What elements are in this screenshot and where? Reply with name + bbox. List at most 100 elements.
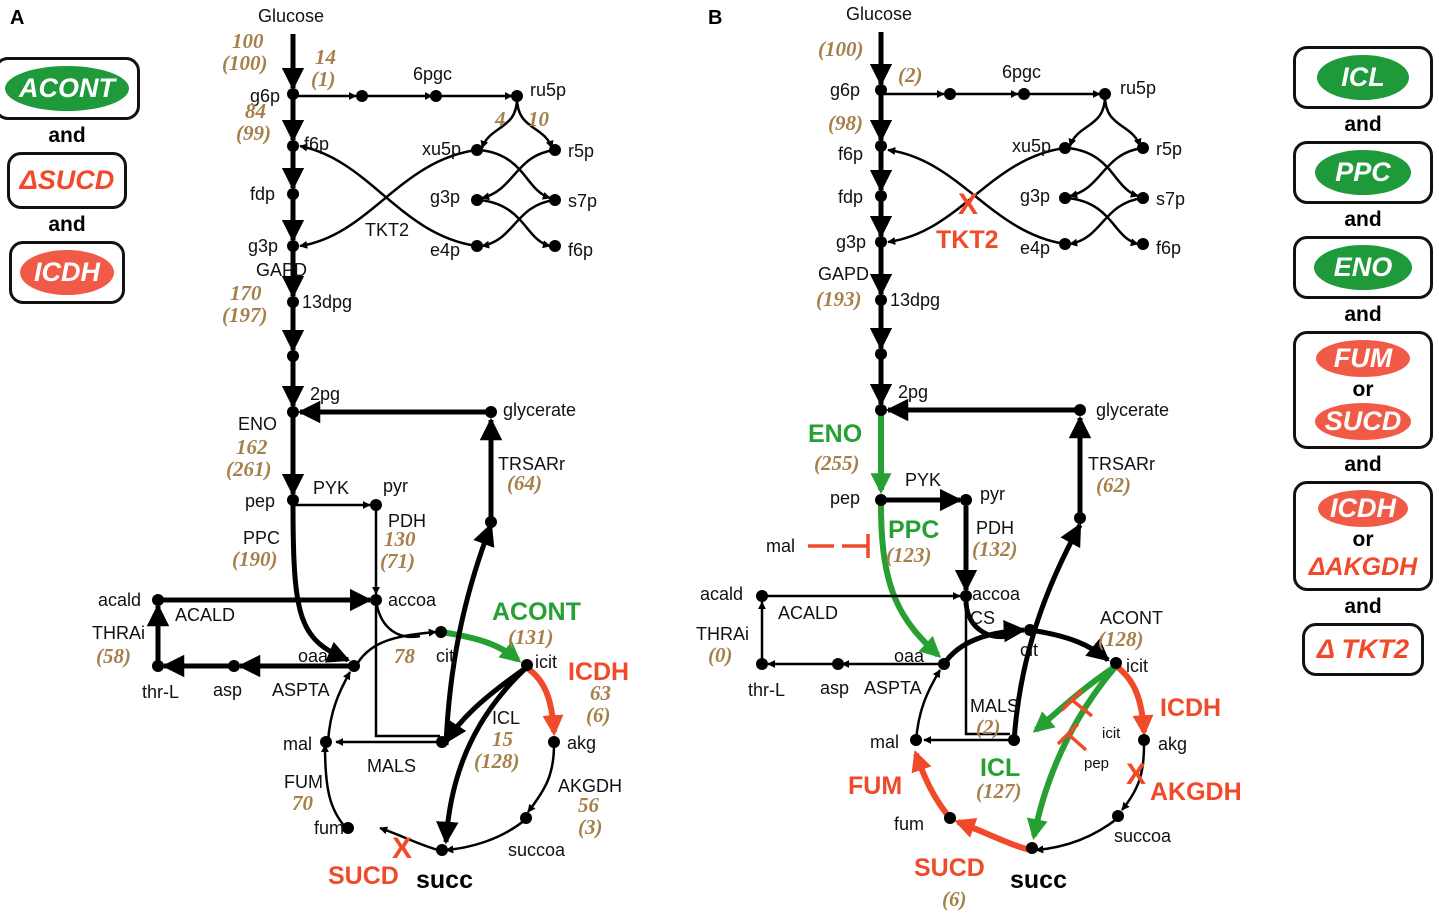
legend-b-fum-down: FUM (1315, 340, 1411, 377)
met-f6p-b: f6p (838, 144, 863, 164)
met-g3p: g3p (248, 236, 278, 256)
met-accoa: accoa (388, 590, 437, 610)
flux-icdh: 63 (590, 681, 611, 705)
akgdh-arrow-b (1121, 744, 1146, 811)
met-fdp-b: fdp (838, 187, 863, 207)
flux-icl-pred-b: (127) (976, 779, 1022, 803)
rxn-tkt2-deleted-b: TKT2 (936, 226, 999, 254)
met-pep-b: pep (830, 488, 860, 508)
met-mal-b: mal (870, 732, 899, 752)
legend-b-and-3: and (1344, 303, 1382, 326)
met-succ-b: succ (1010, 866, 1067, 894)
rxn-pdh: PDH (388, 511, 426, 531)
rxn-pyk: PYK (313, 478, 349, 498)
metabolite-dots-a (152, 88, 561, 856)
legend-b-icdh-akgdh-box: ICDH or ΔAKGDH (1293, 481, 1433, 591)
flux-thrai-pred: (58) (96, 644, 131, 668)
legend-b-ppc-box: PPC (1293, 141, 1433, 204)
flux-cs: 78 (394, 644, 416, 668)
met-oaa-b: oaa (894, 646, 925, 666)
met-succoa-b: succoa (1114, 826, 1172, 846)
met-akg: akg (567, 733, 596, 753)
met-g3p-b: g3p (836, 232, 866, 252)
legend-panel-b: ICL and PPC and ENO and FUM or SUCD and … (1293, 46, 1433, 676)
met-glucose: Glucose (258, 6, 324, 26)
legend-b-or-1: or (1352, 378, 1374, 401)
met-succ: succ (416, 866, 473, 894)
rxn-trsarr-b: TRSARr (1088, 454, 1155, 474)
met-asp: asp (213, 680, 242, 700)
met-g6p: g6p (250, 86, 280, 106)
flux-eno-pred: (261) (226, 457, 272, 481)
flux-trsarr-pred-b: (62) (1096, 473, 1131, 497)
flux-acont-pred-b: (128) (1098, 627, 1144, 651)
flux-fum: 70 (292, 791, 314, 815)
icit-inhibition-stem (1070, 698, 1094, 718)
tkt1-arrow-s7p-b (1067, 146, 1139, 198)
met-glycerate: glycerate (503, 400, 576, 420)
tkt1-arrow-s7p (479, 148, 551, 200)
met-13dpg-b: 13dpg (890, 290, 940, 310)
rxn-icl: ICL (492, 708, 520, 728)
met-6pgc: 6pgc (413, 64, 452, 84)
tkt1-arrow-g3p (481, 148, 556, 201)
rxn-acald: ACALD (175, 605, 235, 625)
flux-icdh-pred: (6) (586, 703, 611, 727)
met-acald: acald (98, 590, 141, 610)
tkt2-arrow-f6p (299, 143, 478, 248)
legend-b-and-4: and (1344, 453, 1382, 476)
met-ru5p: ru5p (530, 80, 566, 100)
cs-arrow (354, 628, 437, 667)
met-r5p: r5p (568, 141, 594, 161)
legend-b-or-2: or (1352, 528, 1374, 551)
rpe-arrow-b (1068, 95, 1107, 147)
legend-a-icdh-box: ICDH (9, 241, 125, 304)
met-succoa: succoa (508, 840, 566, 860)
rxn-pdh-b: PDH (976, 518, 1014, 538)
met-cit-b: cit (1020, 640, 1038, 660)
tkt1-arrow-g3p-b (1069, 146, 1144, 199)
met-13dpg: 13dpg (302, 292, 352, 312)
mdh-arrow-b (914, 669, 942, 743)
mals-accoa-input (374, 605, 440, 738)
legend-a-sucd-box: ΔSUCD (6, 152, 128, 209)
rxn-akgdh: AKGDH (558, 776, 622, 796)
met-pyr-b: pyr (980, 484, 1005, 504)
met-2pg: 2pg (310, 384, 340, 404)
glx-to-trsarr-arrow-b (1011, 523, 1083, 743)
met-g3p-ppp-b: g3p (1020, 186, 1050, 206)
met-r5p-b: r5p (1156, 139, 1182, 159)
rxn-fum-down-b: FUM (848, 772, 902, 800)
flux-glc-pred: (100) (222, 51, 268, 75)
cs-arrow-b (941, 619, 1027, 666)
met-thr-l: thr-L (142, 682, 179, 702)
flux-pdh: 130 (384, 527, 416, 551)
tala-arrow-e4p (481, 198, 556, 249)
rxn-eno: ENO (238, 414, 277, 434)
icdh-arrow (525, 665, 564, 737)
tkt2-arrow-f6p-b (887, 147, 1066, 246)
flux-eno: 162 (236, 435, 268, 459)
sucd-arrow-b (954, 817, 1031, 853)
met-fum: fum (314, 818, 344, 838)
ppc-arrow (290, 504, 351, 663)
legend-a-icdh-down: ICDH (20, 250, 114, 295)
rxn-acont-up: ACONT (492, 598, 581, 626)
tala-arrow-f6p-b (1067, 196, 1139, 247)
met-cit: cit (436, 646, 454, 666)
flux-eno-pred-b: (255) (814, 451, 860, 475)
met-fdp: fdp (250, 184, 275, 204)
inhibitor-pep-label: pep (1084, 755, 1109, 772)
rxn-sucd-deleted: SUCD (328, 862, 399, 890)
fum-arrow (321, 744, 347, 829)
legend-b-and-2: and (1344, 208, 1382, 231)
mdh-arrow (326, 671, 352, 743)
met-g3p-ppp: g3p (430, 187, 460, 207)
rxn-fum: FUM (284, 772, 323, 792)
rxn-gapd-b: GAPD (818, 264, 869, 284)
legend-a-and-2: and (48, 213, 86, 236)
panel-a-label: A (10, 7, 24, 29)
knockout-sucd-mark: X (392, 832, 412, 865)
flux-pdh-pred: (71) (380, 549, 415, 573)
